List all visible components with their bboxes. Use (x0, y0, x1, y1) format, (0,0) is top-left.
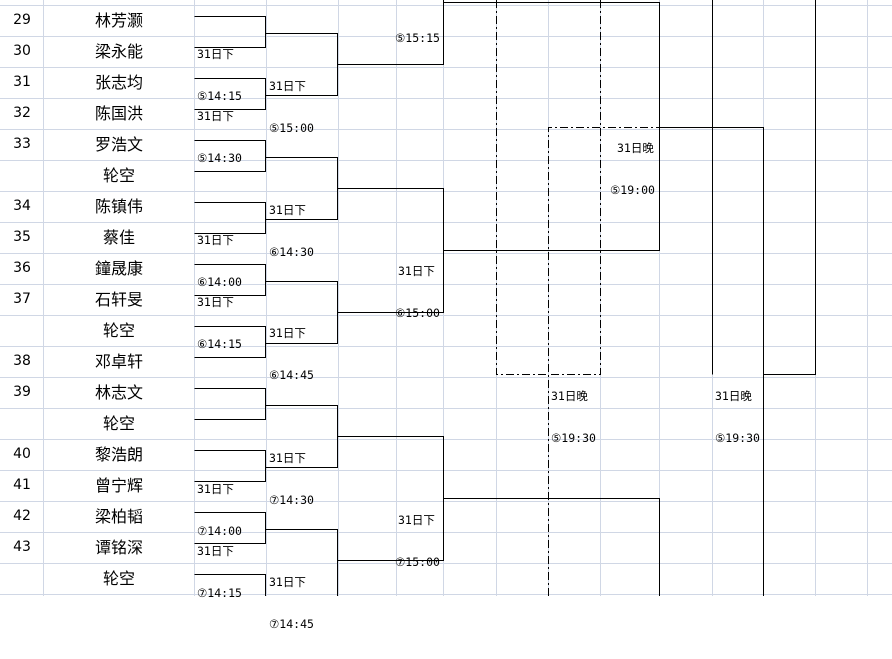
match-time: ⑦14:15 (197, 586, 242, 600)
seed-number: 39 (13, 384, 31, 400)
match-time: ⑦14:00 (197, 524, 242, 538)
seed-number (0, 160, 44, 191)
seed-number: 32 (13, 105, 31, 121)
match-time: ⑤19:00 (610, 183, 655, 197)
player-name: 轮空 (102, 321, 135, 340)
match-slot: 31日晚 ⑤19:30 (551, 361, 596, 473)
match-slot: 31日下 ⑤14:15 (197, 19, 242, 131)
seed-number: 36 (13, 260, 31, 276)
player-name: 曾宁辉 (94, 476, 143, 495)
match-time: ⑦14:45 (269, 617, 314, 631)
seed-number (0, 408, 44, 439)
player-name: 黎浩朗 (94, 445, 143, 464)
match-slot: 31日下 ⑥14:30 (269, 175, 314, 287)
match-slot: 31日下 ⑥14:15 (197, 267, 242, 379)
player-name: 梁柏韬 (94, 507, 143, 526)
match-slot: 31日下 ⑦14:00 (197, 454, 242, 566)
match-slot: 31日下 ⑥15:00 (395, 236, 440, 348)
seed-number (0, 563, 44, 594)
player-name: 石轩旻 (94, 290, 143, 309)
match-day: 31日下 (269, 79, 306, 93)
match-time: ⑥14:15 (197, 337, 242, 351)
cell-gridlines (0, 0, 892, 596)
player-name: 蔡佳 (102, 228, 135, 247)
match-time: ⑦15:00 (395, 555, 440, 569)
match-time: ⑤15:00 (269, 121, 314, 135)
match-time: ⑥14:30 (269, 245, 314, 259)
seed-number: 34 (13, 198, 31, 214)
player-name: 轮空 (102, 166, 135, 185)
player-name: 鐘晟康 (94, 259, 143, 278)
match-time: ⑤19:30 (551, 431, 596, 445)
match-slot: 31日下 ⑦15:00 (395, 485, 440, 597)
match-time: ⑥15:00 (395, 306, 440, 320)
player-name: 轮空 (102, 414, 135, 433)
match-day: 31日下 (398, 513, 435, 527)
player-name: 谭铭深 (94, 538, 143, 557)
spreadsheet-bracket-sheet: 29 林芳灏 30 梁永能 31 张志均 32 陈国洪 33 罗浩文 轮空 34… (0, 0, 892, 631)
player-name: 罗浩文 (94, 135, 143, 154)
seed-number: 42 (13, 508, 31, 524)
seed-number: 30 (13, 43, 31, 59)
seed-number: 40 (13, 446, 31, 462)
player-name: 林芳灏 (94, 11, 143, 30)
match-slot: 31日下 ⑥14:45 (269, 298, 314, 410)
match-slot: 31日下 ⑦14:45 (269, 547, 314, 659)
player-name: 轮空 (102, 569, 135, 588)
player-name: 梁永能 (94, 42, 143, 61)
match-slot: 31日下 ⑦14:30 (269, 423, 314, 535)
seed-number: 35 (13, 229, 31, 245)
player-name: 邓卓轩 (94, 352, 143, 371)
match-day: 31日下 (197, 109, 234, 123)
match-time: ⑤19:30 (715, 431, 760, 445)
seed-number: 43 (13, 539, 31, 555)
match-slot: 31日下 ⑤14:30 (197, 81, 242, 193)
match-time: ⑤14:30 (197, 151, 242, 165)
match-time: ⑥14:45 (269, 368, 314, 382)
match-slot: ⑤15:15 (395, 3, 440, 73)
match-day: 31日下 (269, 451, 306, 465)
match-day: 31日下 (197, 544, 234, 558)
match-slot: 31日晚 ⑤19:00 (610, 113, 655, 225)
match-day: 31日晚 (715, 389, 752, 403)
bracket-lines (194, 0, 816, 596)
match-day: 31日下 (269, 575, 306, 589)
match-day: 31日下 (197, 482, 234, 496)
match-slot: 31日下 ⑦14:15 (197, 516, 242, 628)
match-day: 31日晚 (617, 141, 654, 155)
match-day: 31日下 (197, 295, 234, 309)
match-time: ⑦14:30 (269, 493, 314, 507)
match-time: ⑤15:15 (395, 31, 440, 45)
seed-number: 37 (13, 291, 31, 307)
match-day: 31日下 (197, 47, 234, 61)
match-slot: 31日下 ⑤15:00 (269, 51, 314, 163)
seed-number: 38 (13, 353, 31, 369)
seed-number: 29 (13, 12, 31, 28)
player-name: 陈国洪 (94, 104, 143, 123)
match-time: ⑥14:00 (197, 275, 242, 289)
player-name: 陈镇伟 (94, 197, 143, 216)
match-slot: 31日晚 ⑤19:30 (715, 361, 760, 473)
seed-number (0, 315, 44, 346)
player-name: 林志文 (94, 383, 143, 402)
player-name: 张志均 (94, 73, 143, 92)
match-day: 31日晚 (551, 389, 588, 403)
match-slot: 31日下 ⑥14:00 (197, 205, 242, 317)
match-day: 31日下 (269, 326, 306, 340)
seed-number: 41 (13, 477, 31, 493)
match-day: 31日下 (398, 264, 435, 278)
match-time: ⑤14:15 (197, 89, 242, 103)
match-day: 31日下 (269, 203, 306, 217)
seed-number: 31 (13, 74, 31, 90)
seed-number: 33 (13, 136, 31, 152)
match-day: 31日下 (197, 233, 234, 247)
